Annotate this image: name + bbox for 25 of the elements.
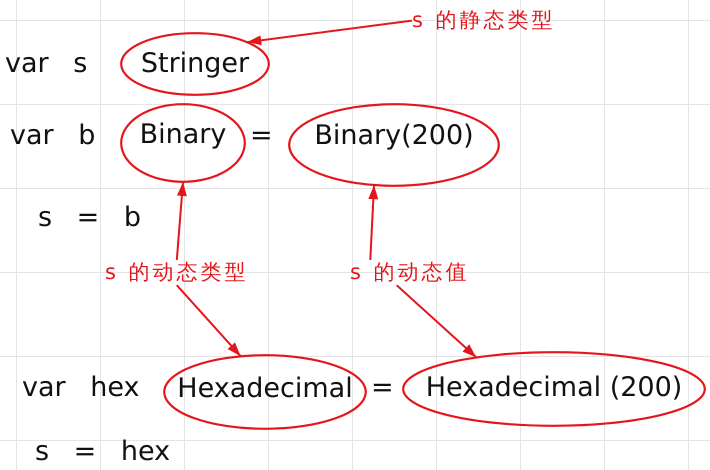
annotation-text: s 的动态值 [350,260,470,286]
code-text: var hex [22,372,140,404]
annotation-text: s 的静态类型 [412,8,556,34]
type-name-text: Binary [138,119,228,152]
highlight-ellipse [402,351,706,427]
annotation-text: s 的动态类型 [105,260,249,286]
code-text: = [371,372,394,404]
arrow [396,284,477,358]
code-text: s = hex [35,436,170,468]
code-text: = [250,120,273,152]
highlight-ellipse [288,103,500,187]
highlight-ellipse [120,32,270,96]
code-text: s = b [38,202,141,234]
highlight-ellipse [163,354,367,430]
type-name-text: Hexadecimal [176,373,354,406]
arrow [247,20,412,46]
type-name-text: Hexadecimal (200) [424,372,684,404]
arrow [176,182,187,260]
arrow [368,185,378,260]
code-text: var s [5,48,88,80]
type-name-text: Stringer [140,48,250,80]
type-name-text: Binary(200) [313,120,475,152]
code-text: var b [10,120,96,152]
highlight-ellipse [120,103,246,183]
arrow [176,284,242,357]
